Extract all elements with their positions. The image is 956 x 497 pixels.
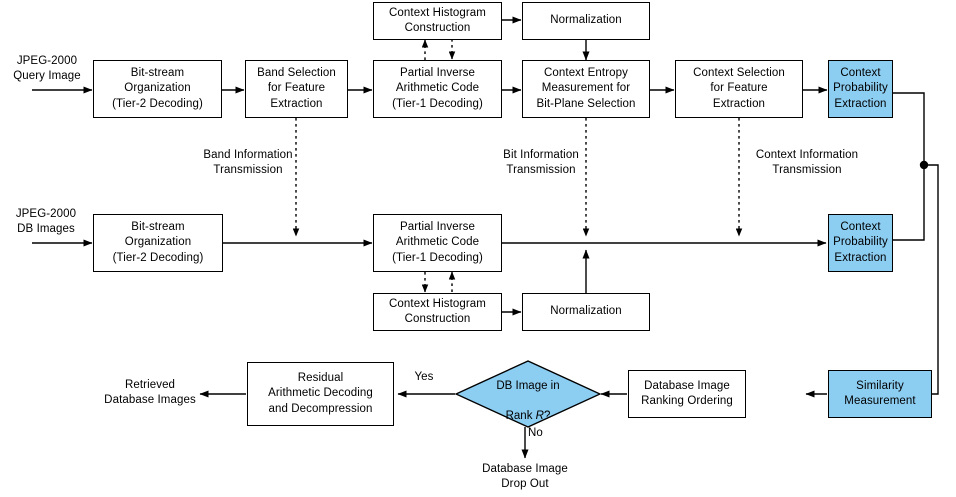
decision-label-rank-variable: R — [535, 410, 544, 423]
node-top-context-entropy-measurement[interactable]: Context Entropy Measurement for Bit-Plan… — [522, 60, 650, 118]
decision-label: DB Image in Rank R? — [455, 360, 601, 428]
junction-dot — [919, 160, 929, 170]
node-db-bitstream-organization[interactable]: Bit-stream Organization (Tier-2 Decoding… — [93, 214, 223, 272]
node-top-normalization[interactable]: Normalization — [522, 2, 650, 40]
node-db-partial-inverse-arithmetic-code[interactable]: Partial Inverse Arithmetic Code (Tier-1 … — [373, 214, 502, 272]
node-top-context-probability-extraction[interactable]: Context Probability Extraction — [828, 60, 893, 118]
decision-db-image-in-rank[interactable]: DB Image in Rank R? — [455, 360, 601, 428]
input-label-query-image: JPEG-2000 Query Image — [13, 55, 81, 83]
label-yes-branch: Yes — [414, 371, 434, 383]
node-top-histogram-construction[interactable]: Context Histogram Construction — [373, 2, 502, 40]
decision-label-line1: DB Image in — [496, 379, 560, 392]
output-label-retrieved-database-images: Retrieved Database Images — [104, 379, 196, 407]
decision-label-line2-suffix: ? — [543, 410, 551, 423]
node-database-image-ranking-ordering[interactable]: Database Image Ranking Ordering — [628, 370, 746, 418]
node-db-histogram-construction[interactable]: Context Histogram Construction — [373, 293, 502, 331]
node-db-context-probability-extraction[interactable]: Context Probability Extraction — [828, 214, 893, 272]
decision-diamond-shape — [455, 360, 601, 428]
decision-label-line2-prefix: Rank — [505, 410, 536, 423]
label-bit-information-transmission: Bit Information Transmission — [503, 149, 579, 177]
node-top-bitstream-organization[interactable]: Bit-stream Organization (Tier-2 Decoding… — [93, 60, 222, 118]
node-db-normalization[interactable]: Normalization — [522, 293, 650, 331]
label-no-branch: No — [528, 427, 543, 439]
label-band-information-transmission: Band Information Transmission — [203, 149, 293, 177]
node-residual-arithmetic-decoding[interactable]: Residual Arithmetic Decoding and Decompr… — [247, 362, 394, 426]
node-top-band-selection[interactable]: Band Selection for Feature Extraction — [245, 60, 348, 118]
node-top-context-selection[interactable]: Context Selection for Feature Extraction — [675, 60, 803, 118]
label-context-information-transmission: Context Information Transmission — [755, 149, 859, 177]
node-similarity-measurement[interactable]: Similarity Measurement — [828, 370, 932, 418]
input-label-db-images: JPEG-2000 DB Images — [15, 208, 77, 236]
output-label-database-image-drop-out: Database Image Drop Out — [482, 463, 568, 491]
node-top-partial-inverse-arithmetic-code[interactable]: Partial Inverse Arithmetic Code (Tier-1 … — [373, 60, 502, 118]
